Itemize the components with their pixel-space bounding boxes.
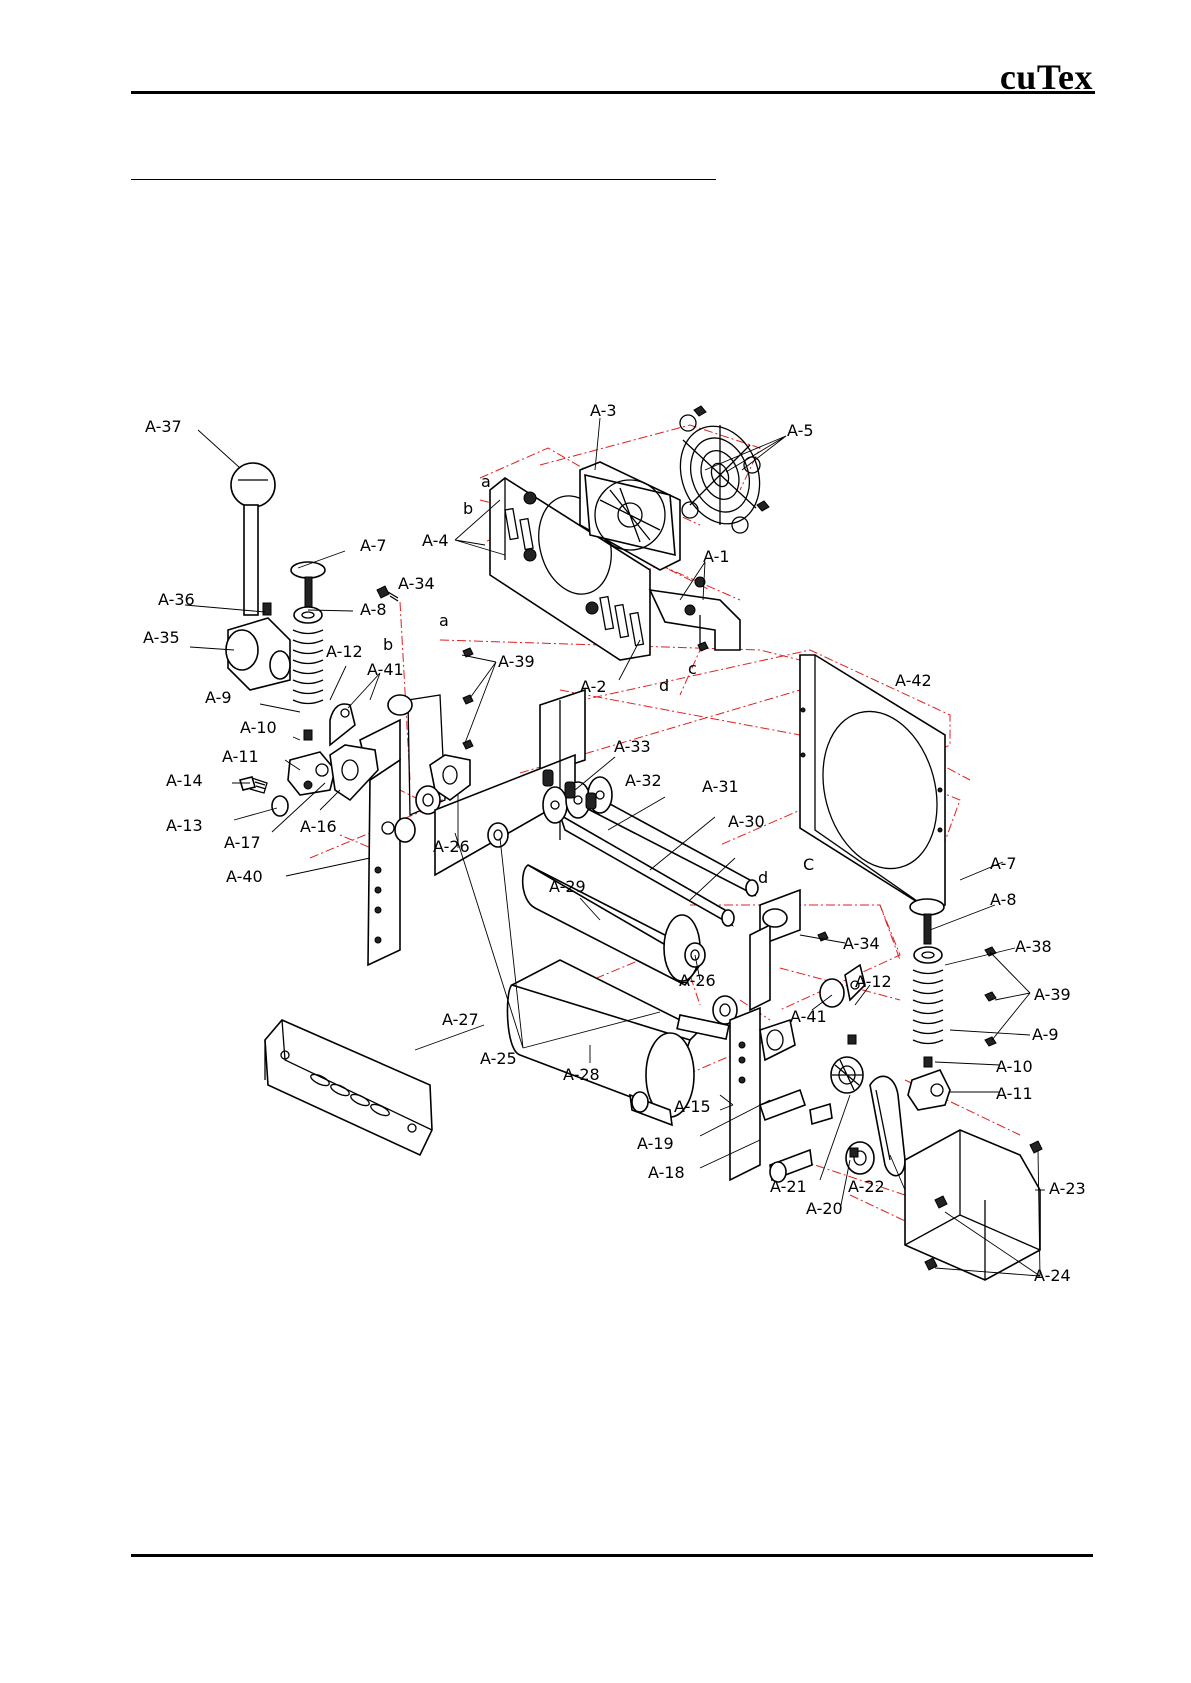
label-a40: A-40 (226, 867, 263, 886)
right-spring-stack (908, 899, 996, 1110)
label-a35: A-35 (143, 628, 180, 647)
label-a8-right: A-8 (990, 890, 1017, 909)
fan-bracket-assembly (490, 406, 773, 660)
label-a21: A-21 (770, 1177, 807, 1196)
label-a1: A-1 (703, 547, 730, 566)
label-a39-right: A-39 (1034, 985, 1071, 1004)
label-a12-left: A-12 (326, 642, 363, 661)
label-a37: A-37 (145, 417, 182, 436)
label-a30: A-30 (728, 812, 765, 831)
label-a25: A-25 (480, 1049, 517, 1068)
letter-d-fan: d (659, 676, 669, 695)
label-a23: A-23 (1049, 1179, 1086, 1198)
label-a24: A-24 (1034, 1266, 1071, 1285)
label-a42: A-42 (895, 671, 932, 690)
label-a41-right: A-41 (790, 1007, 827, 1026)
label-a31: A-31 (702, 777, 739, 796)
label-a17: A-17 (224, 833, 261, 852)
label-a11-right: A-11 (996, 1084, 1033, 1103)
label-a27: A-27 (442, 1010, 479, 1029)
label-a10-left: A-10 (240, 718, 277, 737)
label-a41-left: A-41 (367, 660, 404, 679)
label-a36: A-36 (158, 590, 195, 609)
label-a14: A-14 (166, 771, 203, 790)
lever-hub (226, 603, 290, 690)
label-a26-left: A-26 (433, 837, 470, 856)
letter-a-left: a (439, 611, 449, 630)
label-a7-left: A-7 (360, 536, 387, 555)
label-a20: A-20 (806, 1199, 843, 1218)
label-a28: A-28 (563, 1065, 600, 1084)
label-a29: A-29 (549, 877, 586, 896)
front-cover-plate (265, 1020, 432, 1155)
label-a19: A-19 (637, 1134, 674, 1153)
stepper-motor (905, 1130, 1042, 1280)
letter-c: c (688, 659, 697, 678)
label-a3: A-3 (590, 401, 617, 420)
label-a32: A-32 (625, 771, 662, 790)
label-a2: A-2 (580, 677, 607, 696)
label-a13: A-13 (166, 816, 203, 835)
label-a10-right: A-10 (996, 1057, 1033, 1076)
letter-a-fan: a (481, 472, 491, 491)
label-a5: A-5 (787, 421, 814, 440)
label-a8-left: A-8 (360, 600, 387, 619)
letter-b-fan: b (463, 499, 473, 518)
label-a9-left: A-9 (205, 688, 232, 707)
label-a12-right: A-12 (855, 972, 892, 991)
label-a18: A-18 (648, 1163, 685, 1182)
label-a38: A-38 (1015, 937, 1052, 956)
label-a9-right: A-9 (1032, 1025, 1059, 1044)
label-a11-left: A-11 (222, 747, 259, 766)
letter-C: C (803, 855, 814, 874)
lever-knob (231, 463, 275, 615)
label-a39-left: A-39 (498, 652, 535, 671)
letter-b-left: b (383, 635, 393, 654)
letter-d-right: d (758, 868, 768, 887)
label-a4: A-4 (422, 531, 449, 550)
label-a33: A-33 (614, 737, 651, 756)
label-a7-right: A-7 (990, 854, 1017, 873)
label-a16: A-16 (300, 817, 337, 836)
label-a22: A-22 (848, 1177, 885, 1196)
label-a15: A-15 (674, 1097, 711, 1116)
label-a34-right: A-34 (843, 934, 880, 953)
rear-fan-plate (800, 655, 954, 910)
label-a26-right: A-26 (679, 971, 716, 990)
label-a34-left: A-34 (398, 574, 435, 593)
